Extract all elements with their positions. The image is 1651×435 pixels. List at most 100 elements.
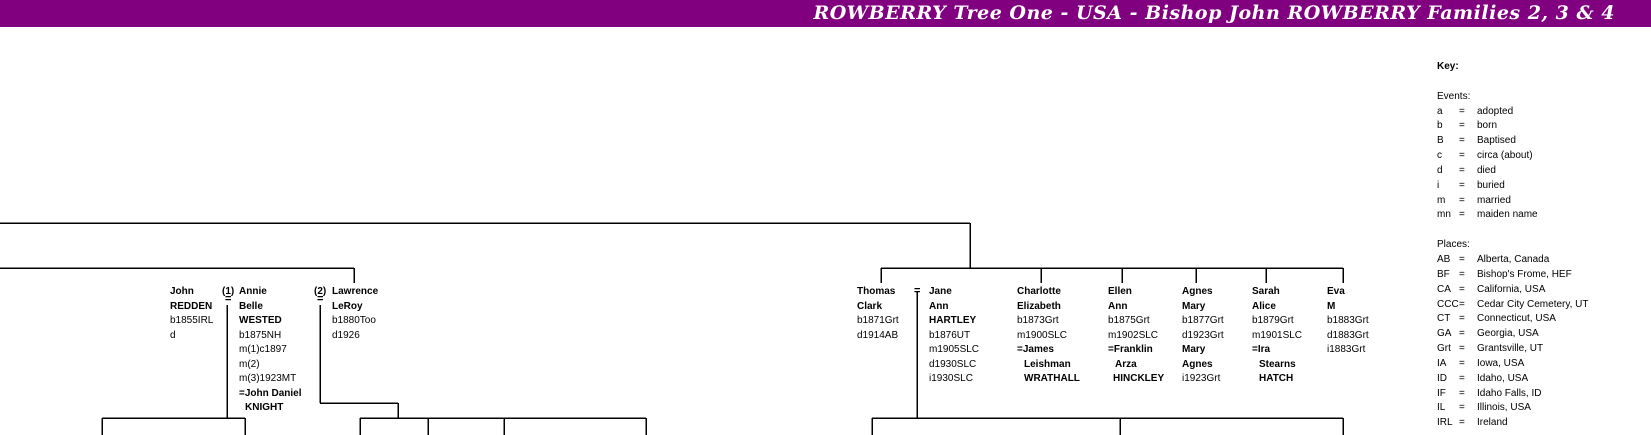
marriage-event: m1901SLC [1252, 329, 1303, 341]
birth-event: b1871Grt [857, 315, 899, 326]
key-abbreviation: b [1437, 120, 1443, 132]
key-description: Connecticut, USA [1477, 313, 1556, 325]
death-event: d1914AB [857, 329, 899, 341]
key-place-row: GA=Georgia, USA [1437, 327, 1589, 342]
burial-event: i1923Grt [1182, 373, 1221, 384]
given-name: Sarah [1252, 286, 1280, 297]
key-abbreviation: IF [1437, 387, 1446, 399]
key-description: Illinois, USA [1477, 402, 1531, 414]
birth-event: b1873Grt [1017, 315, 1059, 326]
key-place-row: IRL=Ireland [1437, 416, 1589, 431]
key-equals: = [1459, 194, 1465, 206]
death-event: d [170, 329, 176, 341]
person-charlotte-elizabeth: Charlotte Elizabeth b1873Grt m1900SLC =J… [1017, 285, 1080, 387]
marriage-sign: = [317, 293, 324, 305]
key-event-row: m=married [1437, 194, 1589, 209]
key-description: Idaho, USA [1477, 372, 1529, 384]
spouse-name: =Ira [1252, 344, 1271, 355]
key-description: adopted [1477, 105, 1514, 117]
birth-event: b1875NH [239, 329, 282, 341]
alias-middle-name: Agnes [1182, 358, 1213, 370]
key-equals: = [1459, 209, 1465, 221]
key-equals: = [1459, 417, 1465, 429]
key-abbreviation: d [1437, 164, 1443, 176]
key-abbreviation: mn [1437, 209, 1451, 221]
key-place-row: AB=Alberta, Canada [1437, 253, 1589, 268]
marriage-event: m1905SLC [929, 344, 980, 355]
birth-event: b1876UT [929, 329, 971, 341]
spouse-order-marker: (2) [314, 286, 327, 297]
marriage-sign: = [914, 285, 921, 297]
key-abbreviation: CCC [1437, 298, 1459, 310]
middle-name: M [1327, 300, 1336, 312]
key-equals: = [1459, 268, 1465, 280]
key-description: California, USA [1477, 283, 1546, 295]
key-place-row: BF=Bishop's Frome, HEF [1437, 268, 1589, 283]
key-place-row: ID = Idaho, USA [1437, 372, 1589, 387]
birth-event: b1880Too [332, 315, 376, 326]
key-equals: = [1459, 135, 1465, 147]
given-name: Charlotte [1017, 286, 1061, 297]
key-equals: = [1459, 372, 1465, 384]
key-equals: = [1459, 283, 1465, 295]
key-abbreviation: GA [1437, 328, 1452, 340]
person-eva-m: Eva M b1883Grt d1883Grt i1883Grt [1327, 285, 1369, 358]
key-abbreviation: AB [1437, 253, 1451, 265]
person-lawrence-leroy: Lawrence LeRoy b1880Too d1926 [332, 285, 378, 343]
key-event-row: b=born [1437, 119, 1589, 134]
given-name: Eva [1327, 286, 1345, 297]
surname: HARTLEY [929, 315, 977, 326]
given-name: John [170, 286, 194, 297]
key-equals: = [1459, 253, 1465, 265]
title-banner: ROWBERRY Tree One - USA - Bishop John RO… [0, 0, 1651, 27]
key-place-row: IL = Illinois, USA [1437, 401, 1589, 416]
middle-name: Mary [1182, 300, 1206, 312]
given-name: Ellen [1108, 286, 1132, 297]
death-event: d1930SLC [929, 358, 977, 370]
key-place-row: CA=California, USA [1437, 283, 1589, 298]
key-description: Idaho Falls, ID [1477, 387, 1542, 399]
alias-given-name: Mary [1182, 344, 1206, 355]
given-name: Lawrence [332, 286, 379, 297]
middle-name: Alice [1252, 300, 1276, 312]
key-description: Bishop's Frome, HEF [1477, 268, 1572, 280]
key-abbreviation: ID [1437, 372, 1447, 384]
key-abbreviation: Grt [1437, 343, 1451, 355]
spouse-name: =Franklin [1108, 344, 1153, 355]
key-abbreviation: IL [1437, 402, 1446, 414]
places-title: Places: [1437, 239, 1470, 251]
spouse-surname: HINCKLEY [1113, 373, 1165, 384]
key-description: married [1477, 194, 1511, 206]
key-description: Grantsville, UT [1477, 343, 1544, 355]
key-place-row: Grt = Grantsville, UT [1437, 342, 1589, 357]
key-equals: = [1459, 387, 1465, 399]
burial-event: i1930SLC [929, 373, 973, 384]
key-description: buried [1477, 179, 1505, 191]
middle-name: Ann [1108, 300, 1128, 312]
key-equals: = [1459, 402, 1465, 414]
death-event: d1926 [332, 329, 360, 341]
key-event-row: d=died [1437, 164, 1589, 179]
spouse-order-marker: (1) [222, 286, 235, 297]
key-description: Iowa, USA [1477, 357, 1525, 369]
spouse-name: =James [1017, 344, 1054, 355]
birth-event: b1877Grt [1182, 315, 1224, 326]
surname: WESTED [239, 315, 282, 326]
key-abbreviation: a [1437, 105, 1443, 117]
spouse-middle-name: Arza [1115, 358, 1137, 370]
key-equals: = [1459, 328, 1465, 340]
person-thomas-clark: Thomas Clark b1871Grt d1914AB [857, 285, 899, 343]
spouse-name: =John Daniel [239, 387, 302, 399]
birth-event: b1855IRL [170, 315, 214, 326]
key-equals: = [1459, 105, 1465, 117]
person-jane-ann-hartley: Jane Ann HARTLEY b1876UT m1905SLC d1930S… [929, 285, 979, 387]
key-equals: = [1459, 343, 1465, 355]
key-description: circa (about) [1477, 150, 1533, 162]
key-event-row: a = adopted [1437, 105, 1589, 120]
death-event: d1883Grt [1327, 329, 1369, 341]
marriage-event: m(3)1923MT [239, 373, 297, 384]
key-description: born [1477, 120, 1498, 132]
